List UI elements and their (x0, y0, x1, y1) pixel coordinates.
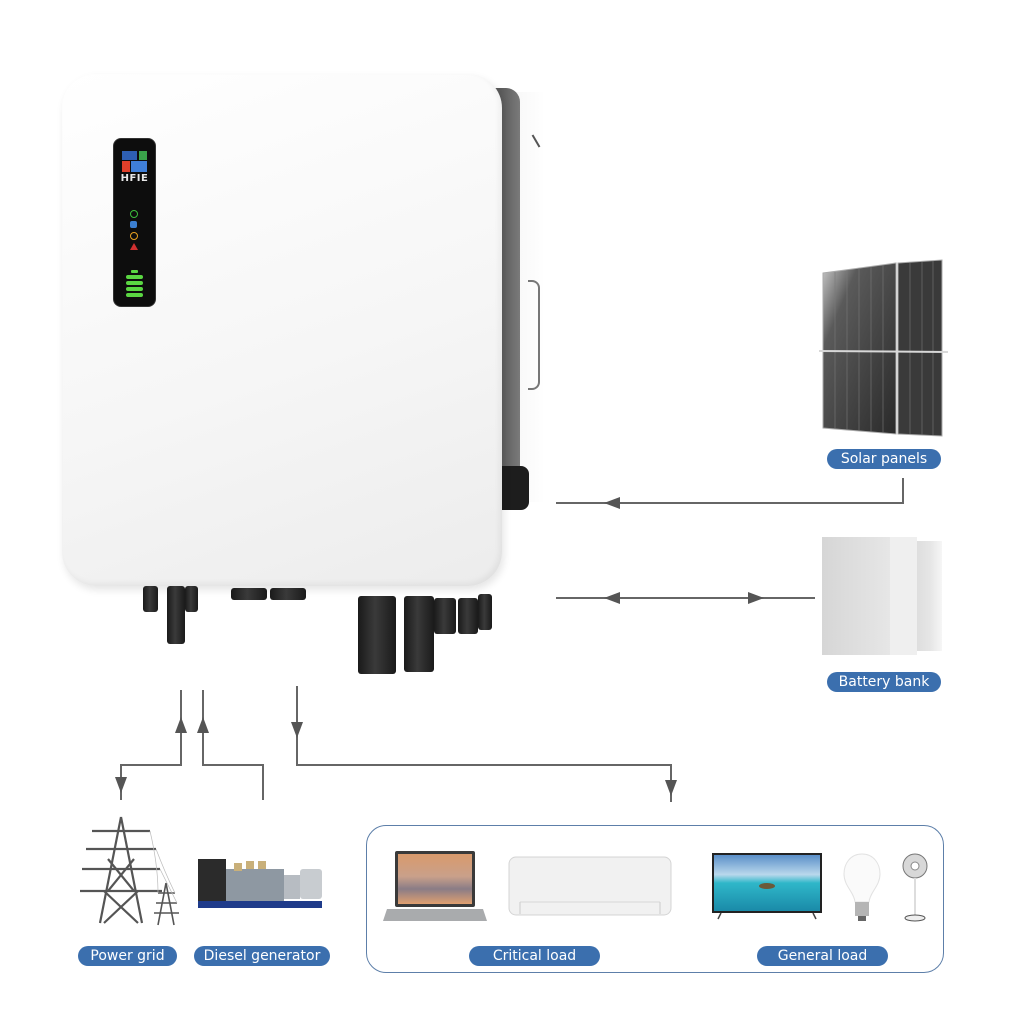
pv-connector (404, 596, 434, 672)
grid-export-line (120, 690, 182, 800)
logo-square-blue (122, 151, 137, 160)
solar-panel-icon (818, 259, 949, 437)
generator-arrow-up (197, 717, 209, 733)
power-status-icon (130, 210, 138, 218)
television-icon (712, 853, 822, 920)
inverter-display-panel: HFIE (114, 139, 155, 306)
load-flow-line (296, 686, 672, 802)
battery-bar (126, 293, 143, 297)
solar-flow-line (556, 478, 904, 504)
dc-switch[interactable] (497, 466, 529, 510)
laptop-icon (383, 851, 487, 921)
warning-status-icon (130, 232, 138, 240)
battery-arrow-right (748, 592, 764, 604)
logo-square-red (122, 161, 130, 172)
critical-load-label: Critical load (469, 946, 600, 966)
battery-connector (478, 594, 492, 630)
battery-arrow-left (604, 592, 620, 604)
generator-flow-line (202, 690, 264, 800)
general-load-label: General load (757, 946, 888, 966)
battery-bank-icon (822, 537, 942, 655)
grid-arrow-up (175, 717, 187, 733)
battery-bar (126, 275, 143, 279)
grid-status-icon (130, 221, 137, 228)
ac-connector (167, 586, 185, 644)
comm-port (231, 588, 267, 600)
load-arrow-down-2 (665, 780, 677, 796)
solar-arrow-left (604, 497, 620, 509)
battery-bar (126, 281, 143, 285)
load-arrow-down (291, 722, 303, 738)
logo-square-green (139, 151, 147, 160)
battery-level-indicator (126, 270, 143, 299)
transmission-tower-icon (80, 816, 179, 926)
inverter-handle (528, 280, 540, 390)
fault-status-icon (130, 243, 138, 250)
standing-fan-icon (902, 853, 928, 922)
ac-connector (143, 586, 158, 612)
load-group-box (366, 825, 944, 973)
comm-port (270, 588, 306, 600)
battery-bank-label: Battery bank (827, 672, 941, 692)
diesel-generator-icon (198, 859, 322, 908)
battery-bar (126, 287, 143, 291)
air-conditioner-icon (508, 856, 672, 916)
grid-arrow-down (115, 777, 127, 793)
power-grid-label: Power grid (78, 946, 177, 966)
pv-connector (358, 596, 396, 674)
ac-connector (185, 586, 198, 612)
brand-logo: HFIE (120, 173, 149, 184)
solar-panels-label: Solar panels (827, 449, 941, 469)
logo-square-lightblue (131, 161, 147, 172)
battery-connector (458, 598, 478, 634)
diesel-generator-label: Diesel generator (194, 946, 330, 966)
light-bulb-icon (843, 853, 881, 921)
battery-connector (434, 598, 456, 634)
